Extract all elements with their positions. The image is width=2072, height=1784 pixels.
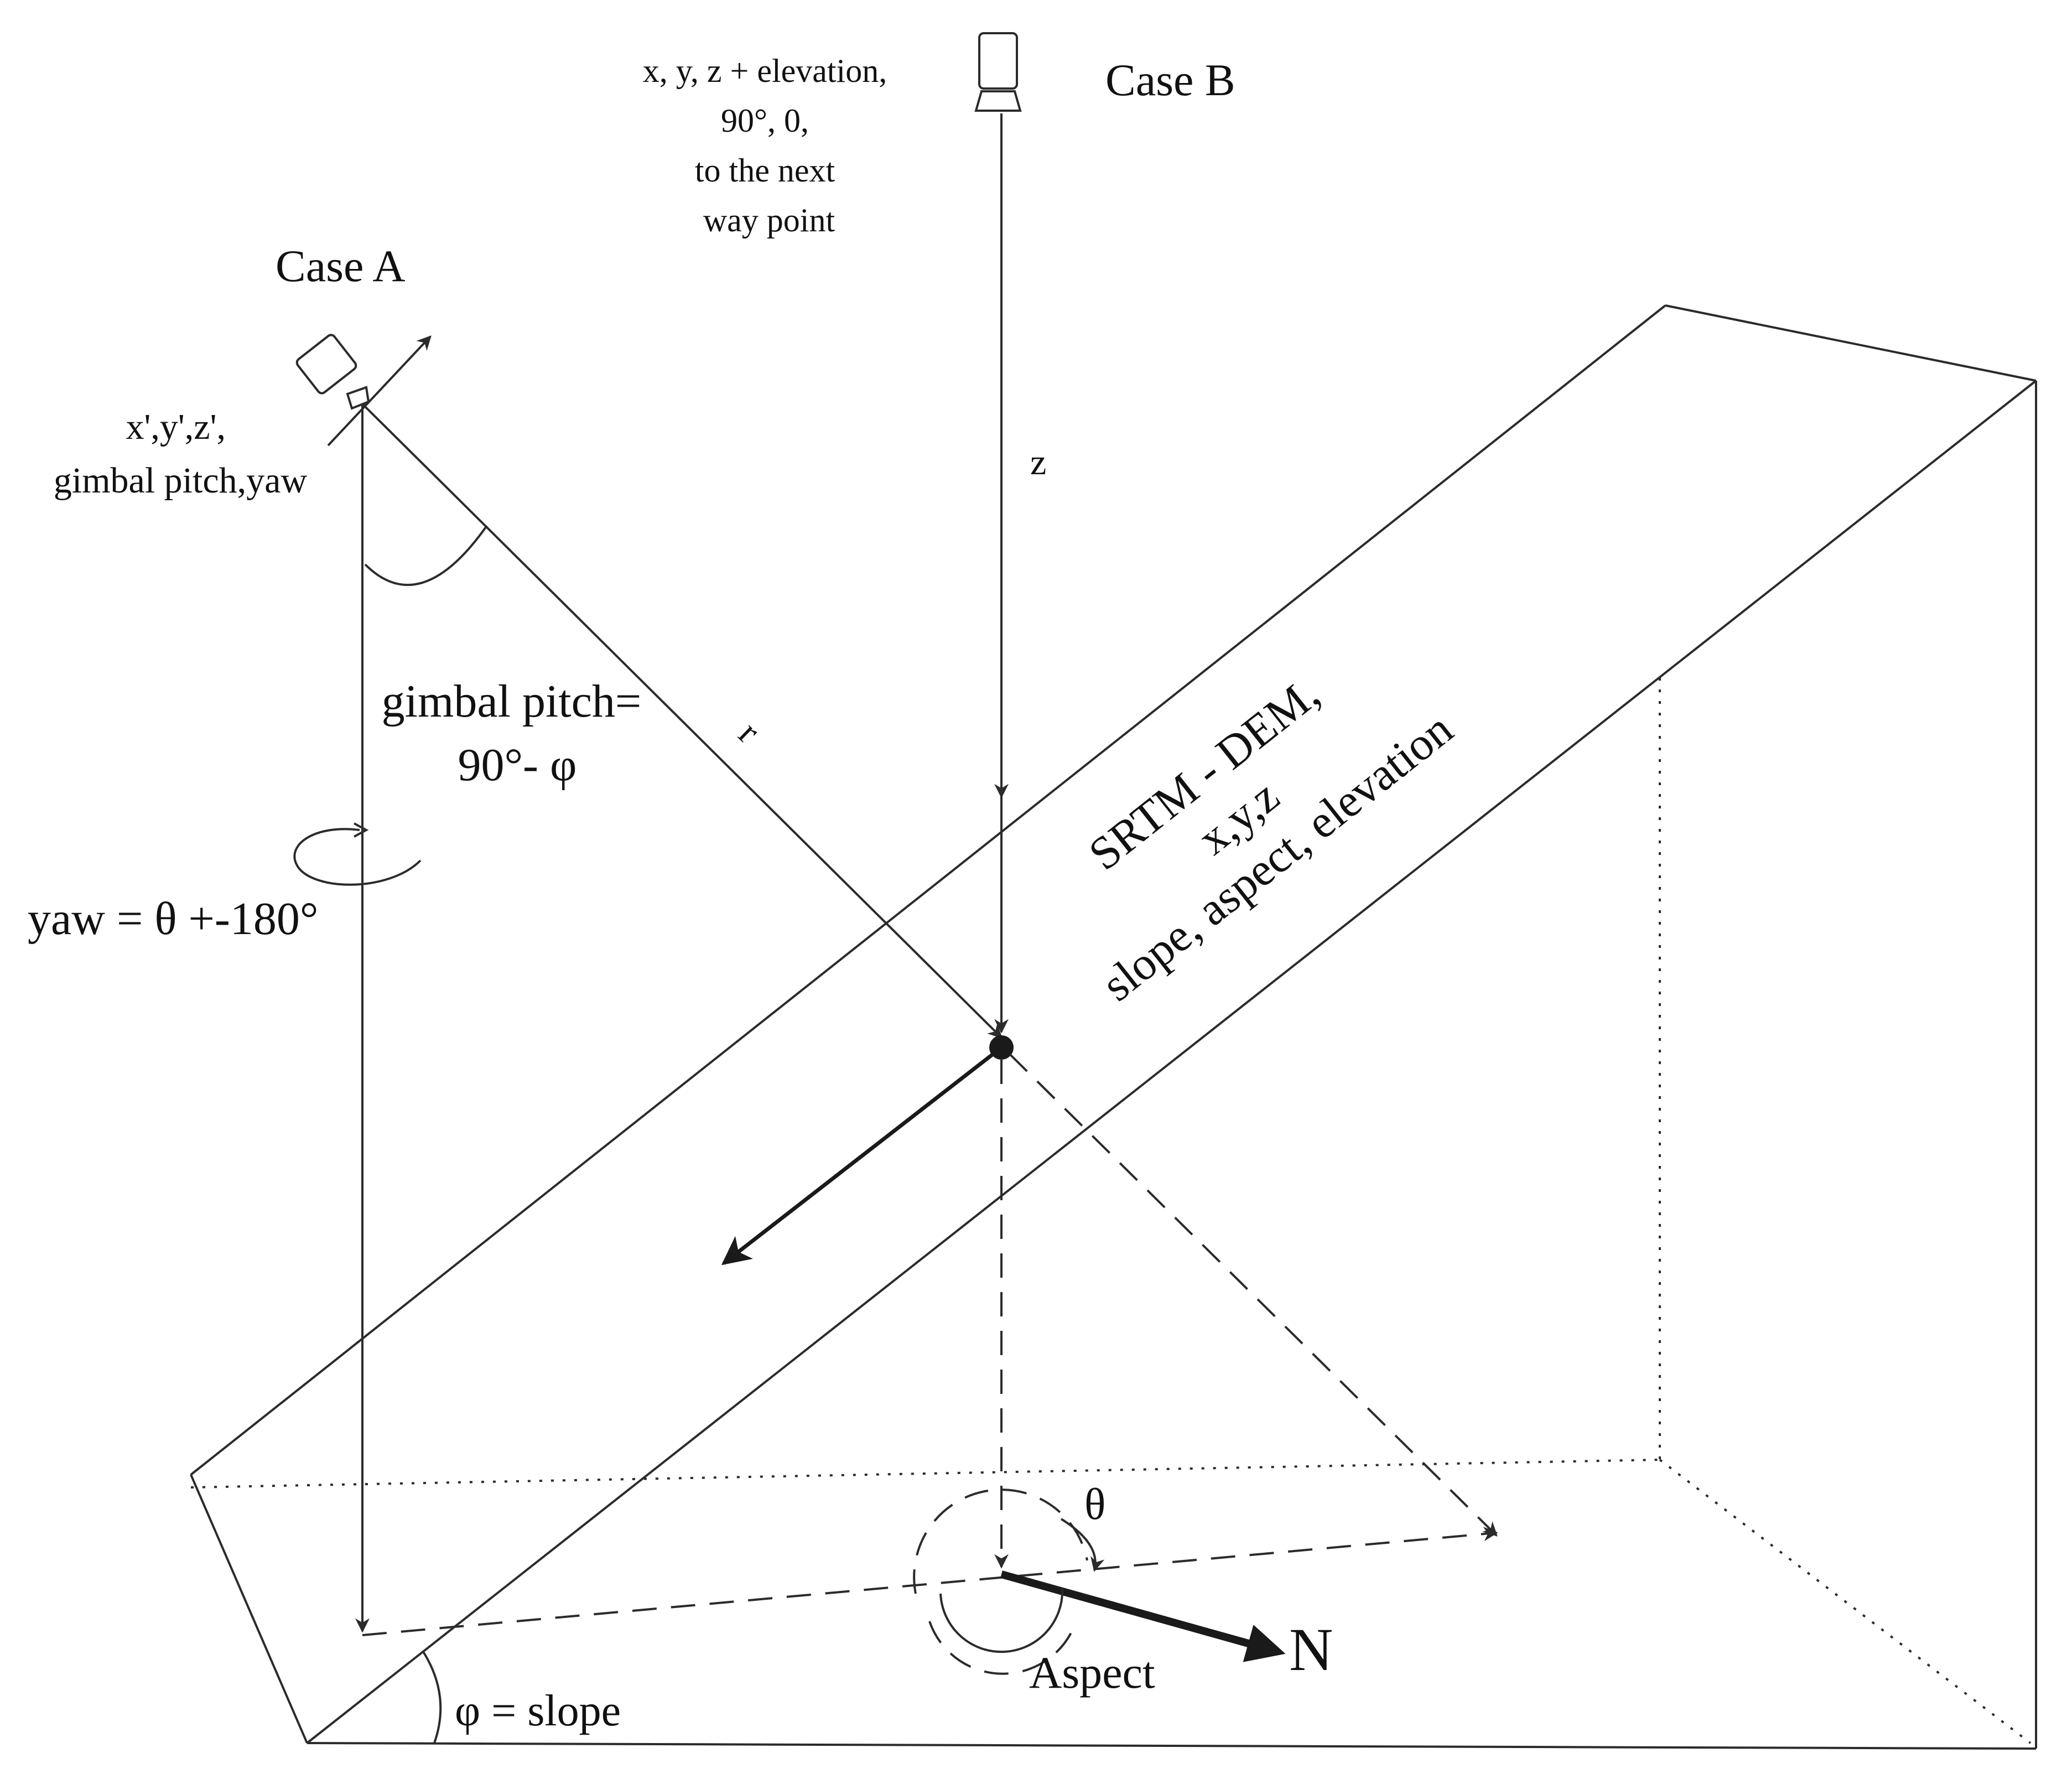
theta-label: θ <box>1084 1480 1105 1529</box>
dem-line-2: slope, aspect, elevation <box>1093 703 1462 1012</box>
terrain-block <box>190 304 2037 1750</box>
gimbal-pitch-label: gimbal pitch= 90°- φ <box>382 676 653 791</box>
case-b-param-1: 90°, 0, <box>721 102 809 139</box>
north-arrow <box>1000 1570 1286 1662</box>
case-b-param-3: way point <box>703 202 835 238</box>
theta-arc <box>1060 1518 1105 1572</box>
drone-camera-a-icon <box>295 334 370 410</box>
aspect-arc-dashed-lower <box>928 1621 1077 1675</box>
z-label: z <box>1030 442 1046 483</box>
gimbal-pitch-angle-arc <box>364 525 488 586</box>
case-b-params: x, y, z + elevation, 90°, 0, to the next… <box>643 53 895 238</box>
gimbal-pitch-line2: 90°- φ <box>458 739 577 791</box>
aspect-arc-solid <box>939 1588 1064 1653</box>
slope-angle-arc <box>422 1651 442 1744</box>
downslope-arrow <box>721 1048 1000 1266</box>
case-a-label: Case A <box>276 241 406 291</box>
r-line <box>361 403 1003 1039</box>
yaw-label: yaw = θ +-180° <box>28 893 319 945</box>
rotation-arrow-icon <box>293 822 422 886</box>
slope-label: φ = slope <box>455 1687 621 1735</box>
case-a-coords-line1: x',y',z', <box>126 407 226 447</box>
aspect-arc-dashed <box>913 1489 1088 1594</box>
camera-a-heading-arrow <box>327 335 432 447</box>
r-label: r <box>731 713 768 751</box>
ground-line-dashed <box>362 1527 1498 1636</box>
gimbal-pitch-line1: gimbal pitch= <box>382 676 642 727</box>
aspect-label: Aspect <box>1029 1647 1155 1698</box>
dem-label: SRTM - DEM, x,y,z slope, aspect, elevati… <box>1024 616 1462 1012</box>
case-a-coords: x',y',z', gimbal pitch,yaw <box>54 407 308 501</box>
north-label: N <box>1289 1616 1333 1683</box>
case-b-param-0: x, y, z + elevation, <box>643 53 887 89</box>
drone-camera-b-icon <box>974 32 1022 112</box>
r-extension-dashed <box>1009 1053 1498 1537</box>
case-b-param-2: to the next <box>695 152 835 189</box>
case-a-coords-line2: gimbal pitch,yaw <box>54 460 308 501</box>
case-b-label: Case B <box>1105 55 1235 105</box>
